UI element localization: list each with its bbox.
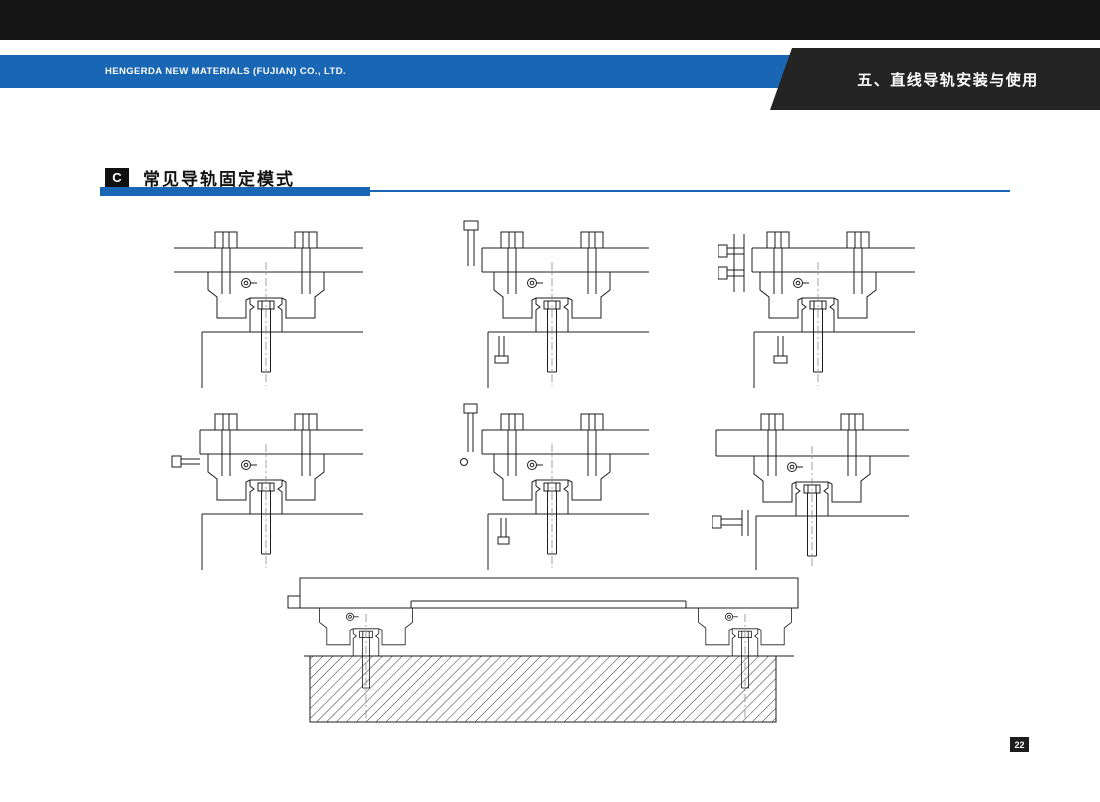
figure-fixing-mode-2 (452, 218, 652, 394)
section-title: 常见导轨固定模式 (143, 170, 295, 189)
top-black-bar (0, 0, 1100, 40)
figure-fixing-mode-6 (712, 400, 912, 576)
figure-fixing-mode-1 (166, 218, 366, 394)
figure-double-rail-assembly (286, 574, 811, 734)
figure-fixing-mode-5 (452, 400, 652, 576)
figure-fixing-mode-4 (166, 400, 366, 576)
section-rule-thick (100, 187, 370, 196)
section-header: C 常见导轨固定模式 (105, 165, 295, 190)
company-name: HENGERDA NEW MATERIALS (FUJIAN) CO., LTD… (105, 66, 347, 77)
page-number-badge: 22 (1010, 737, 1029, 752)
chapter-title: 五、直线导轨安装与使用 (857, 71, 1039, 89)
section-rule-thin (370, 190, 1010, 192)
figure-fixing-mode-3 (718, 218, 918, 394)
section-marker: C (105, 168, 129, 187)
chapter-banner: 五、直线导轨安装与使用 (770, 48, 1100, 110)
page-number: 22 (1014, 739, 1025, 750)
